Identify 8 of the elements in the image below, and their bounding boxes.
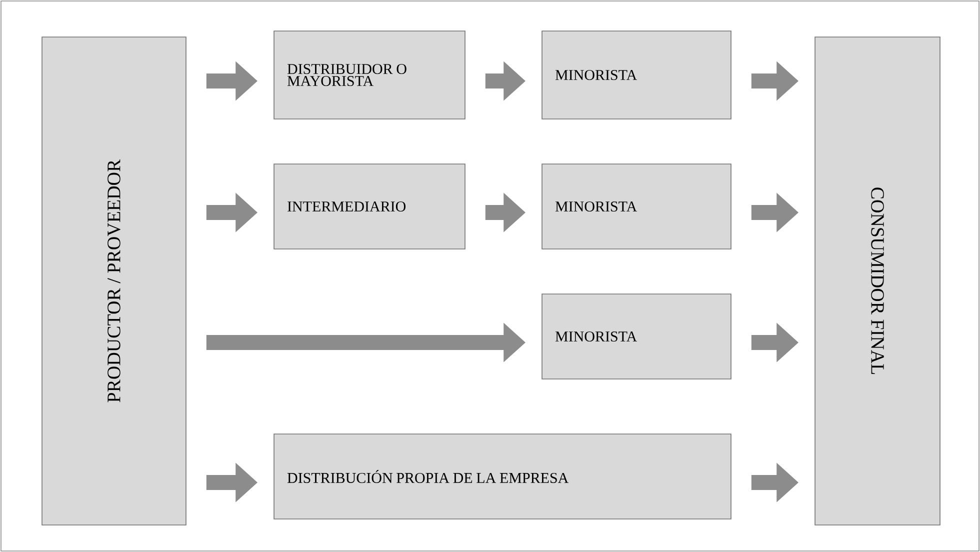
process-box: MINORISTA [542, 294, 732, 380]
process-box: INTERMEDIARIO [274, 164, 466, 250]
process-box: MINORISTA [542, 164, 732, 250]
process-box: CONSUMIDOR FINAL [814, 36, 940, 526]
process-box: MINORISTA [542, 30, 732, 120]
process-box: DISTRIBUCIÓN PROPIA DE LA EMPRESA [274, 434, 732, 520]
process-box: PRODUCTOR / PROVEEDOR [42, 36, 186, 526]
process-box: DISTRIBUIDOR O MAYORISTA [274, 30, 466, 120]
